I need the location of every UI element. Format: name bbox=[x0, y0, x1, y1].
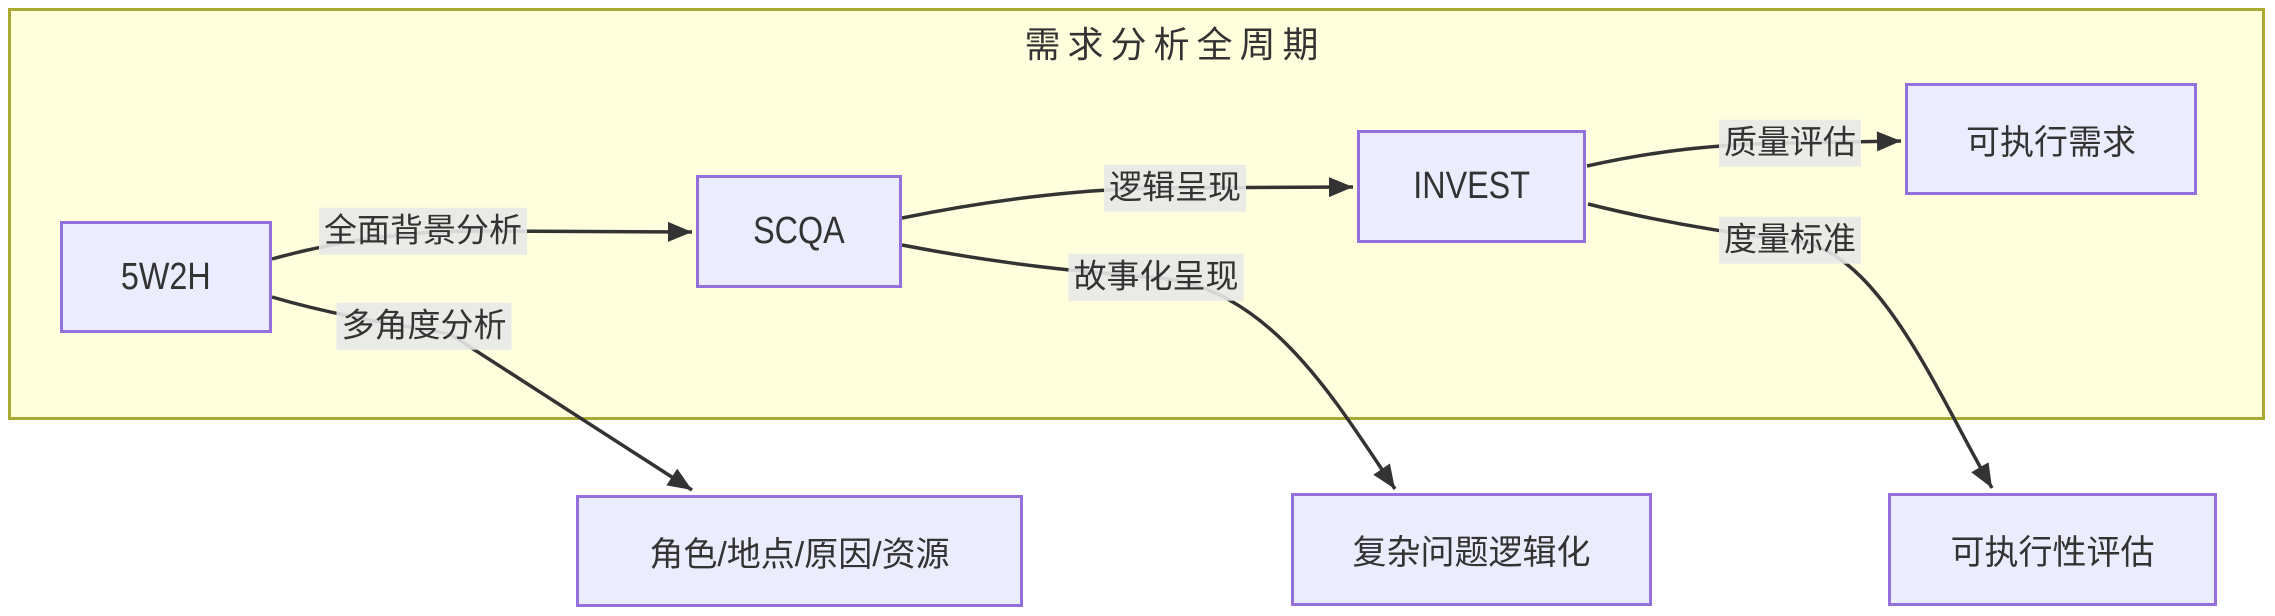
edge-label-comprehensive-background-analysis: 全面背景分析 bbox=[319, 207, 527, 255]
node-5w2h-label: 5W2H bbox=[121, 255, 211, 298]
cluster-title: 需求分析全周期 bbox=[1024, 24, 1326, 65]
node-scqa: SCQA bbox=[696, 175, 902, 288]
edge-label-measurement-standard: 度量标准 bbox=[1719, 216, 1861, 264]
node-scqa-label: SCQA bbox=[753, 210, 845, 252]
node-5w2h: 5W2H bbox=[60, 221, 272, 333]
edge-label-quality-assessment: 质量评估 bbox=[1719, 119, 1861, 167]
node-role-place-reason-resource: 角色/地点/原因/资源 bbox=[576, 495, 1023, 607]
node-executable-requirements-label: 可执行需求 bbox=[1966, 123, 2136, 162]
edge-label-logical-presentation: 逻辑呈现 bbox=[1104, 164, 1246, 212]
node-invest-label: INVEST bbox=[1413, 165, 1530, 207]
node-executability-assessment-label: 可执行性评估 bbox=[1950, 534, 2155, 572]
edge-label-storytelling-presentation: 故事化呈现 bbox=[1068, 253, 1244, 301]
node-invest: INVEST bbox=[1357, 130, 1586, 243]
node-executable-requirements: 可执行需求 bbox=[1905, 83, 2197, 195]
node-role-place-reason-resource-label: 角色/地点/原因/资源 bbox=[649, 535, 950, 574]
node-complex-problem-logicized-label: 复杂问题逻辑化 bbox=[1352, 534, 1591, 572]
edge-label-multi-angle-analysis: 多角度分析 bbox=[336, 302, 512, 350]
node-complex-problem-logicized: 复杂问题逻辑化 bbox=[1291, 493, 1652, 606]
node-executability-assessment: 可执行性评估 bbox=[1888, 493, 2217, 606]
